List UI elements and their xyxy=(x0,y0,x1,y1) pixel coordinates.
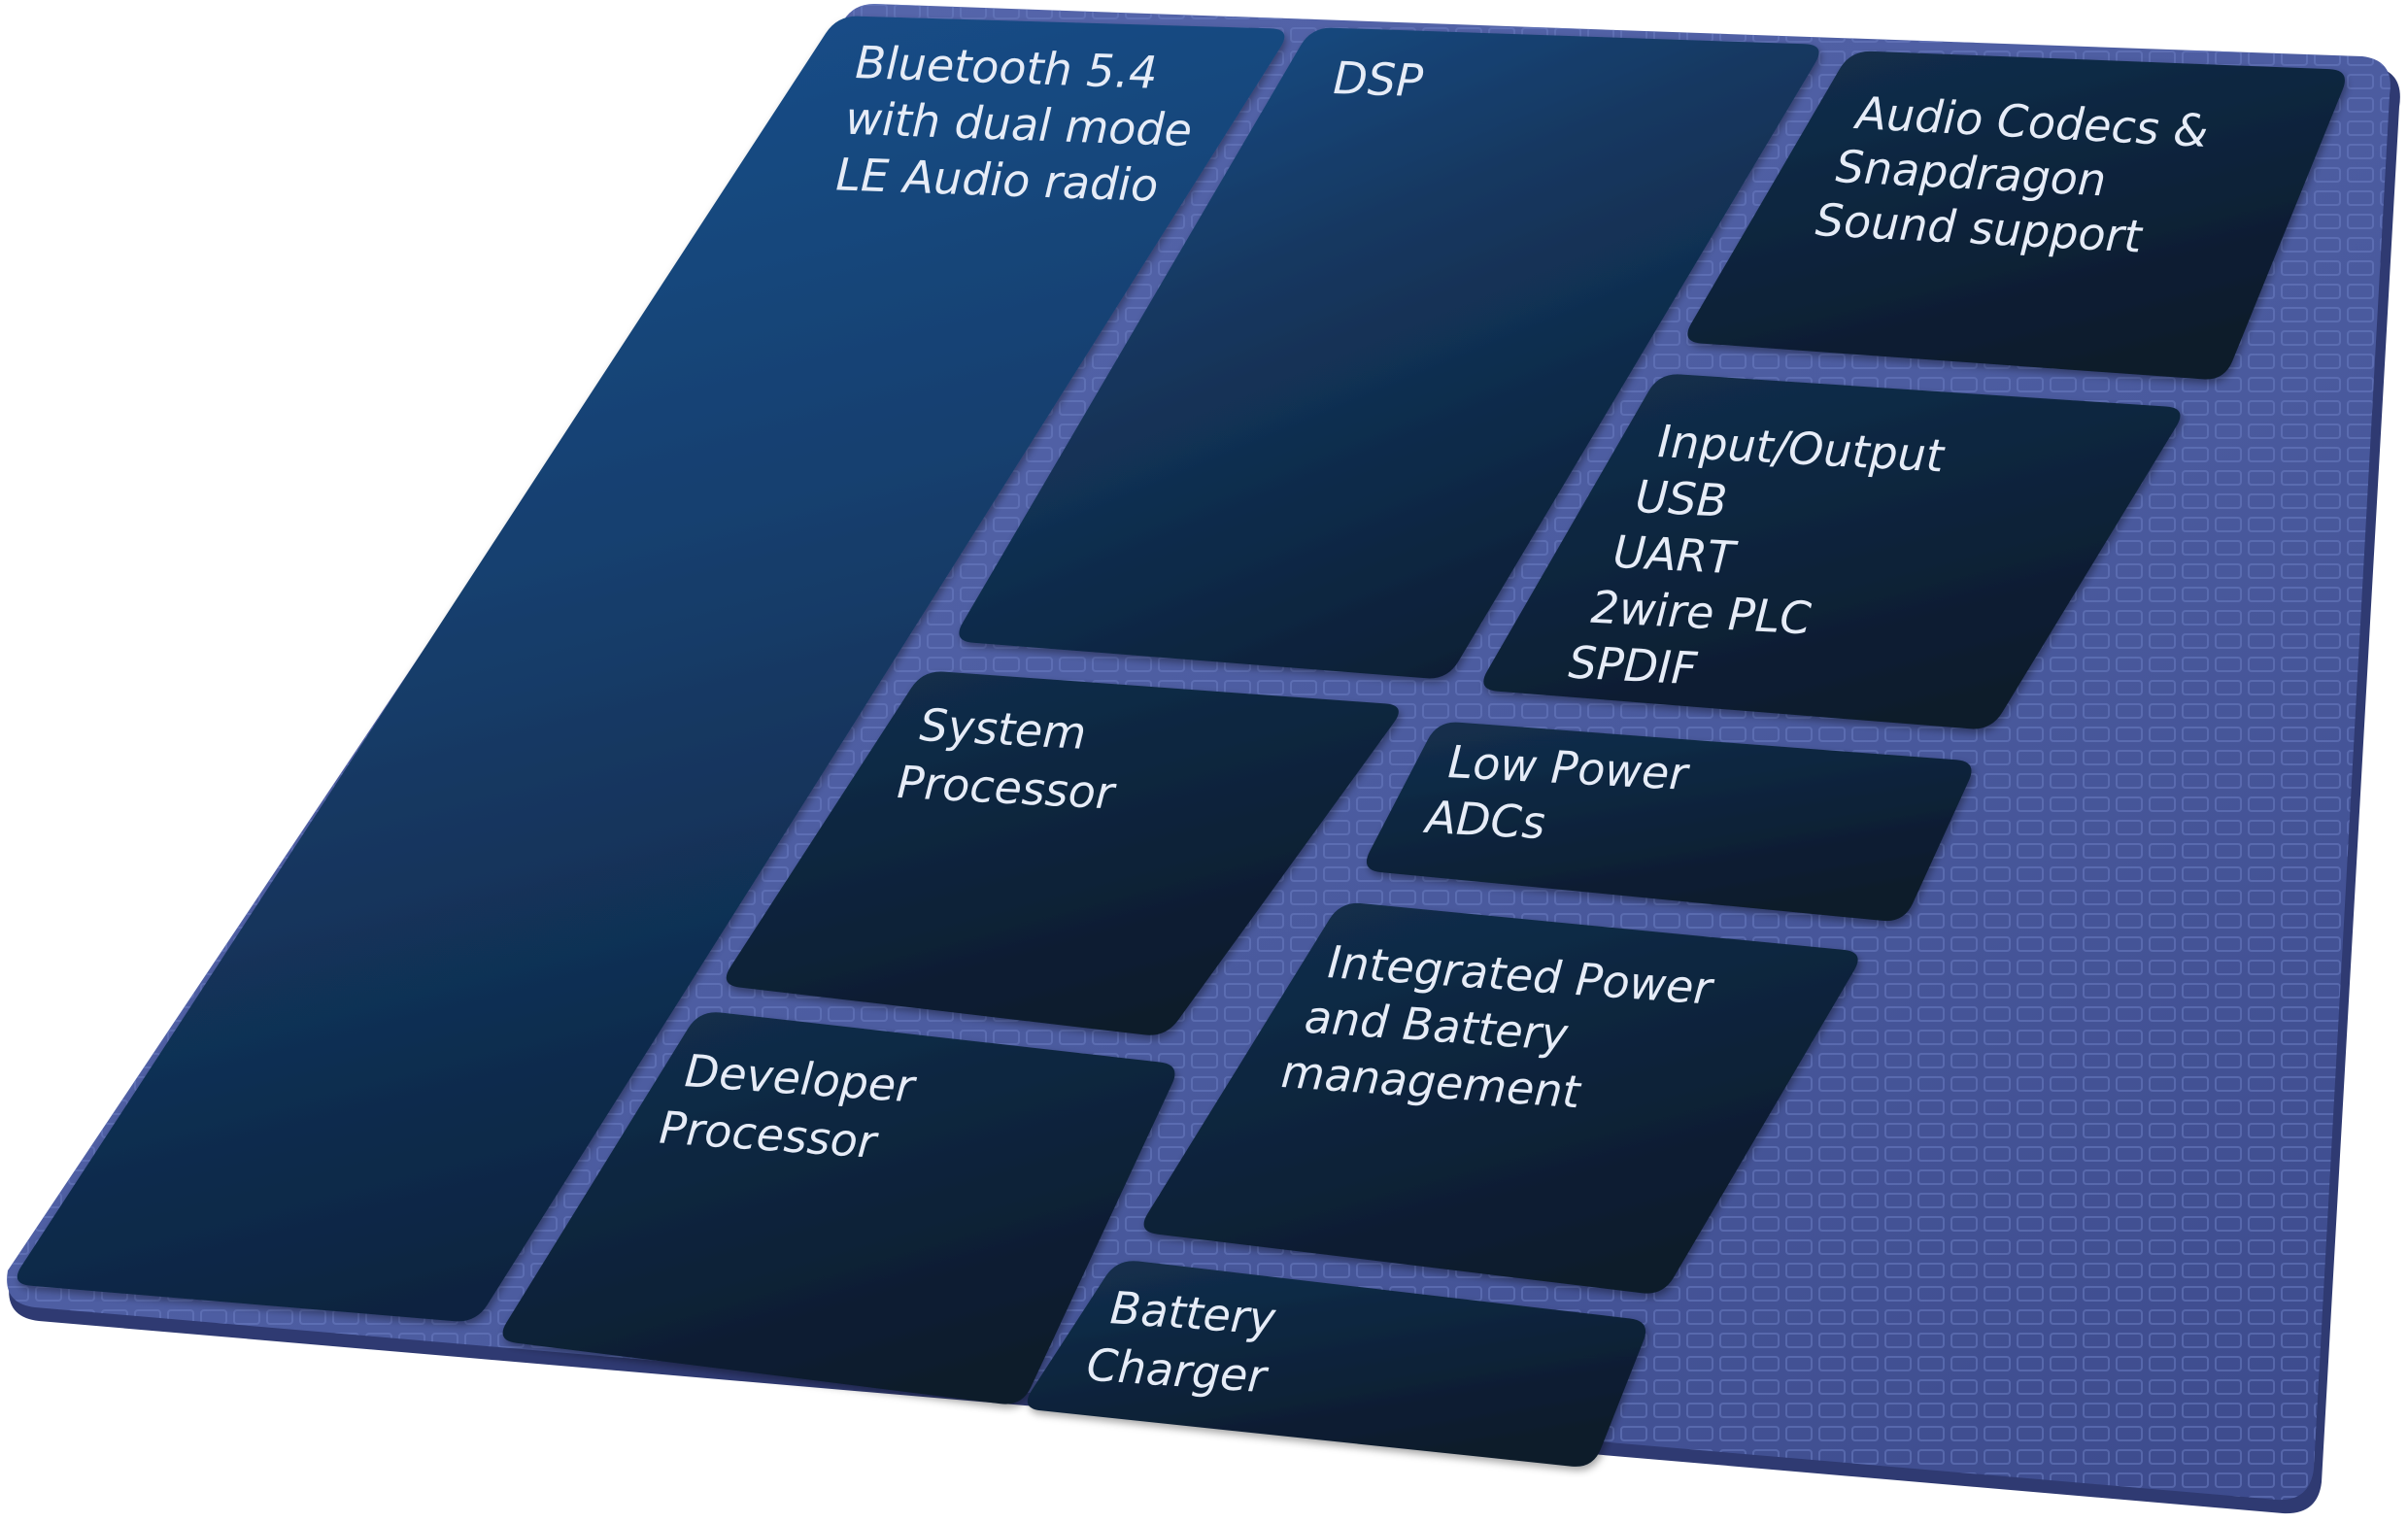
block-bluetooth-label: Bluetooth 5.4with dual modeLE Audio radi… xyxy=(835,35,1195,213)
block-low-power-adcs-label: Low PowerADCs xyxy=(1421,734,1691,857)
block-system-processor-line: System xyxy=(918,698,1087,760)
block-system-processor: SystemProcessor xyxy=(726,671,1399,1035)
block-power-battery-shape xyxy=(1143,902,1858,1294)
block-input-output-line: SPDIF xyxy=(1567,636,1699,695)
block-power-battery: Integrated Powerand Batterymanagement xyxy=(1143,902,1858,1294)
block-dsp: DSP xyxy=(959,27,1819,679)
block-dsp-shape xyxy=(959,27,1819,679)
block-developer-processor-shape xyxy=(502,1012,1175,1405)
block-dsp-label: DSP xyxy=(1333,51,1424,107)
block-bluetooth-shape xyxy=(17,16,1285,1322)
block-input-output-line: USB xyxy=(1634,470,1728,527)
block-dsp-line: DSP xyxy=(1333,51,1424,107)
block-low-power-adcs-shape xyxy=(1366,722,1972,922)
block-developer-processor: DeveloperProcessor xyxy=(502,1012,1175,1405)
block-bluetooth-line: LE Audio radio xyxy=(835,148,1160,212)
block-battery-charger-line: Charger xyxy=(1085,1338,1271,1404)
block-low-power-adcs-line: Low Power xyxy=(1446,735,1691,800)
block-input-output-line: 2wire PLC xyxy=(1589,581,1813,645)
block-battery-charger: BatteryCharger xyxy=(1027,1261,1646,1467)
block-battery-charger-shape xyxy=(1027,1261,1646,1467)
block-battery-charger-line: Battery xyxy=(1108,1281,1277,1345)
block-system-processor-shape xyxy=(726,671,1399,1035)
block-input-output-line: UART xyxy=(1611,525,1740,585)
block-audio-codecs-shape xyxy=(1687,51,2345,380)
block-low-power-adcs: Low PowerADCs xyxy=(1366,722,1972,922)
block-system-processor-line: Processor xyxy=(896,756,1118,820)
block-bluetooth-line: with dual mode xyxy=(845,92,1193,156)
block-low-power-adcs-line: ADCs xyxy=(1421,791,1546,850)
block-battery-charger-label: BatteryCharger xyxy=(1085,1280,1278,1404)
block-bluetooth: Bluetooth 5.4with dual modeLE Audio radi… xyxy=(17,16,1285,1322)
block-bluetooth-line: Bluetooth 5.4 xyxy=(855,36,1159,99)
block-system-processor-label: SystemProcessor xyxy=(896,697,1121,820)
block-input-output: Input/OutputUSBUART2wire PLCSPDIF xyxy=(1483,374,2181,729)
block-audio-codecs: Audio Codecs &SnapdragonSound support xyxy=(1687,51,2345,380)
block-input-output-shape xyxy=(1483,374,2181,729)
